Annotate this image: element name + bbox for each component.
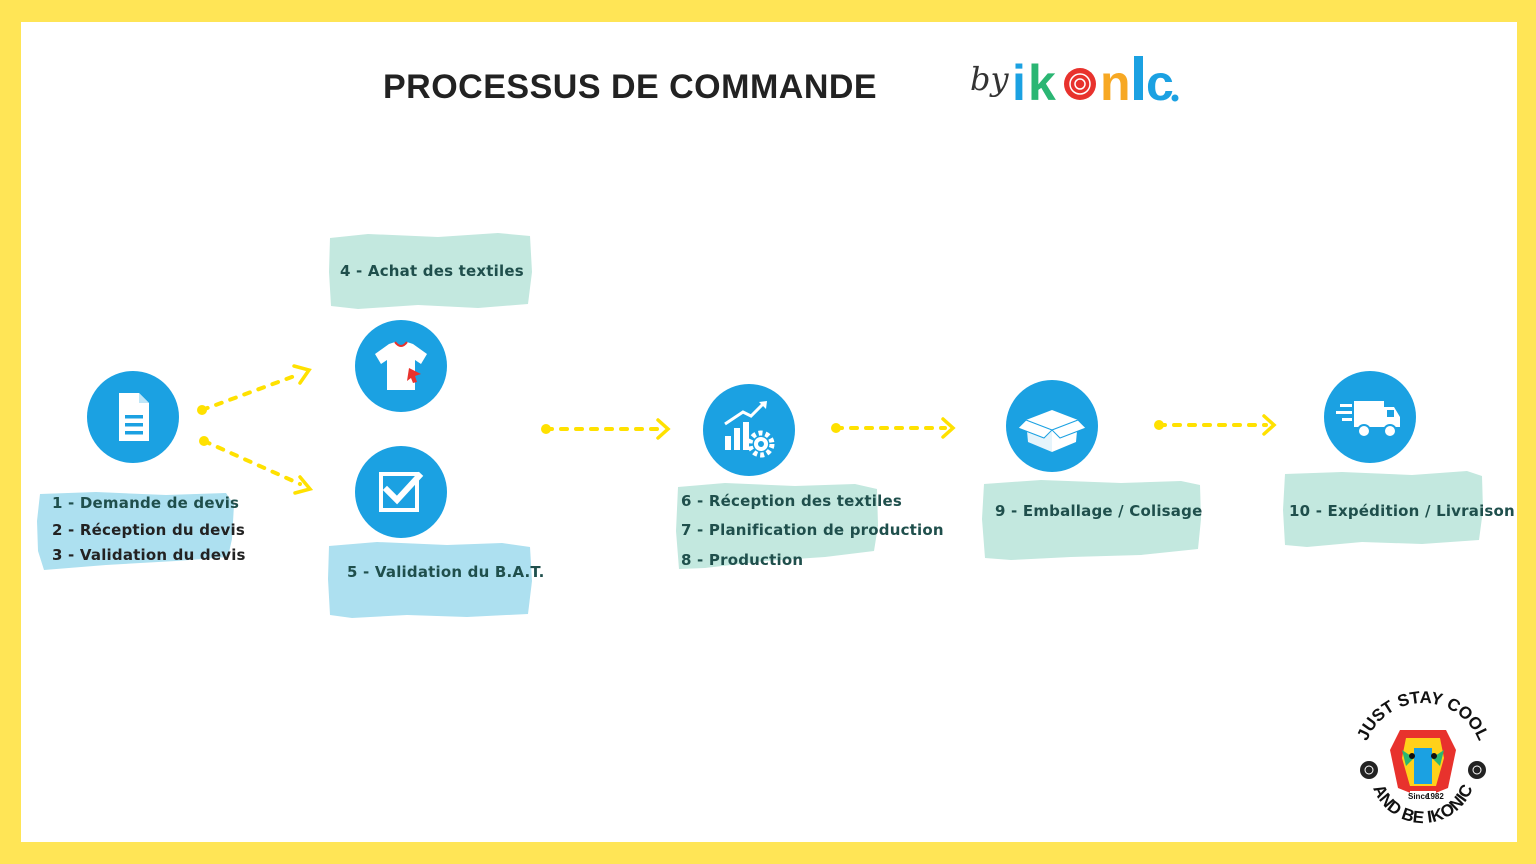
badge-since-label: Since <box>1408 792 1430 801</box>
page-title: PROCESSUS DE COMMANDE <box>383 68 878 106</box>
brush-group2 <box>675 481 880 571</box>
svg-text:n: n <box>1100 55 1131 111</box>
brush-step5 <box>327 541 533 619</box>
brand-signature: by i k n c <box>968 48 1183 128</box>
step-6-label: 6 - Réception des textiles <box>681 492 902 510</box>
tshirt-icon <box>355 320 447 412</box>
badge-since-year: 1982 <box>1426 792 1444 801</box>
step-9-label: 9 - Emballage / Colisage <box>995 502 1203 520</box>
brush-group1 <box>36 491 236 571</box>
svg-text:c: c <box>1146 55 1174 111</box>
brand-by: by <box>970 60 1009 98</box>
step-1-label: 1 - Demande de devis <box>52 494 240 512</box>
step-2-label: 2 - Réception du devis <box>52 521 245 539</box>
delivery-truck-icon <box>1324 371 1416 463</box>
step-10-label: 10 - Expédition / Livraison <box>1289 502 1515 520</box>
step-7-label: 7 - Planification de production <box>681 521 944 539</box>
checkbox-icon <box>355 446 447 538</box>
open-box-icon <box>1006 380 1098 472</box>
ikonic-logo: i k n c <box>1012 55 1179 111</box>
step-5-label: 5 - Validation du B.A.T. <box>347 563 545 581</box>
step-4-label: 4 - Achat des textiles <box>340 262 524 280</box>
just-stay-cool-badge: JUST STAY COOL AND BE IKONIC Since 1982 <box>1348 688 1498 838</box>
mandrill-face-icon <box>1390 730 1456 801</box>
svg-text:i: i <box>1012 55 1026 111</box>
step-8-label: 8 - Production <box>681 551 804 569</box>
svg-text:k: k <box>1028 55 1056 111</box>
brush-step10 <box>1282 470 1484 548</box>
document-icon <box>87 371 179 463</box>
brush-step4 <box>328 232 534 310</box>
brush-step9 <box>981 479 1203 561</box>
growth-gear-icon <box>703 384 795 476</box>
step-3-label: 3 - Validation du devis <box>52 546 246 564</box>
